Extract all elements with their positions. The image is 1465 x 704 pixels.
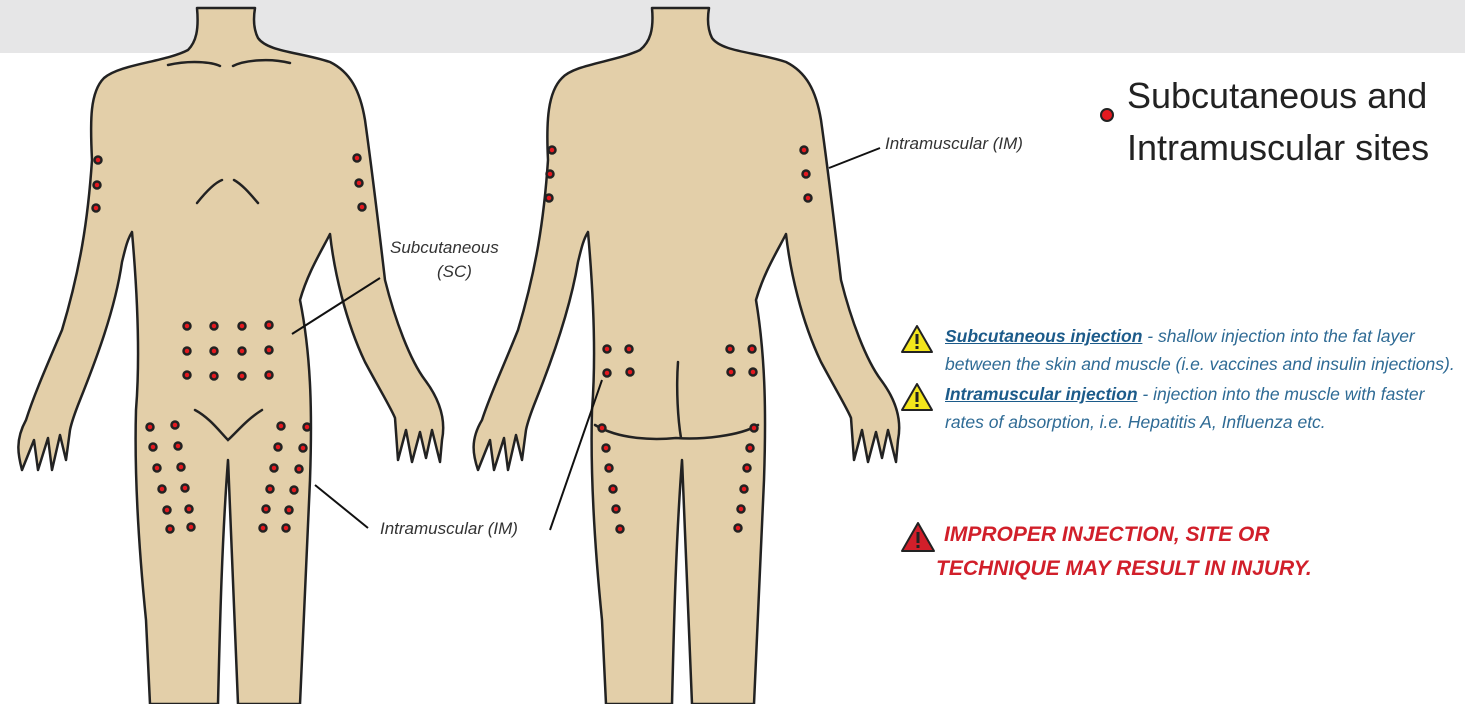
site-dot xyxy=(263,506,270,513)
site-dot xyxy=(354,155,361,162)
site-dot xyxy=(278,423,285,430)
back-body-figure xyxy=(474,8,900,704)
site-dot xyxy=(549,147,556,154)
site-dot xyxy=(751,425,758,432)
site-dot xyxy=(741,486,748,493)
site-dot xyxy=(283,525,290,532)
site-dot xyxy=(610,486,617,493)
front-body-figure xyxy=(18,8,443,704)
note-term: Intramuscular injection xyxy=(945,384,1138,404)
site-dot xyxy=(211,323,218,330)
site-dot xyxy=(275,444,282,451)
site-dot xyxy=(296,466,303,473)
warning-line1: IMPROPER INJECTION, SITE OR xyxy=(900,518,1420,552)
site-dot xyxy=(803,171,810,178)
legend-dot xyxy=(1100,108,1114,122)
site-dot xyxy=(613,506,620,513)
site-dot xyxy=(617,526,624,533)
site-dot xyxy=(801,147,808,154)
site-dot xyxy=(164,507,171,514)
site-dot xyxy=(603,445,610,452)
site-dot xyxy=(184,372,191,379)
site-dot xyxy=(286,507,293,514)
site-dot xyxy=(260,525,267,532)
site-dot xyxy=(727,346,734,353)
site-dot xyxy=(805,195,812,202)
site-dot xyxy=(211,373,218,380)
injury-warning: IMPROPER INJECTION, SITE OR TECHNIQUE MA… xyxy=(900,518,1420,586)
site-dot xyxy=(604,370,611,377)
site-dot xyxy=(627,369,634,376)
site-dot xyxy=(606,465,613,472)
site-dot xyxy=(239,373,246,380)
site-dot xyxy=(167,526,174,533)
site-dot xyxy=(359,204,366,211)
site-dot xyxy=(599,425,606,432)
legend-text: Subcutaneous and Intramuscular sites xyxy=(1127,70,1465,174)
site-dot xyxy=(239,323,246,330)
warning-triangle-red-icon xyxy=(900,521,936,553)
site-dot xyxy=(271,465,278,472)
note-intramuscular: Intramuscular injection - injection into… xyxy=(900,380,1460,436)
site-dot xyxy=(300,445,307,452)
site-dot xyxy=(744,465,751,472)
site-dot xyxy=(93,205,100,212)
site-dot xyxy=(266,322,273,329)
site-dot xyxy=(184,323,191,330)
im-arm-leader xyxy=(829,148,880,168)
site-dot xyxy=(749,346,756,353)
im-thigh-leader-front xyxy=(315,485,368,528)
site-dot xyxy=(735,525,742,532)
site-dot xyxy=(267,486,274,493)
site-dot xyxy=(182,485,189,492)
site-dot xyxy=(95,157,102,164)
site-dot xyxy=(178,464,185,471)
site-dot xyxy=(154,465,161,472)
site-dot xyxy=(266,347,273,354)
warning-triangle-yellow-icon xyxy=(900,382,934,412)
site-dot xyxy=(604,346,611,353)
warning-triangle-yellow-icon xyxy=(900,324,934,354)
site-dot xyxy=(184,348,191,355)
site-dot xyxy=(728,369,735,376)
site-dot xyxy=(738,506,745,513)
site-dot xyxy=(239,348,246,355)
site-dot xyxy=(175,443,182,450)
label-sc-abdomen-line1: Subcutaneous xyxy=(390,238,499,258)
site-dot xyxy=(211,348,218,355)
site-dot xyxy=(750,369,757,376)
site-dot xyxy=(626,346,633,353)
label-im-thigh: Intramuscular (IM) xyxy=(380,519,518,539)
injection-notes: Subcutaneous injection - shallow injecti… xyxy=(900,322,1460,436)
site-dot xyxy=(291,487,298,494)
site-dot xyxy=(747,445,754,452)
site-dot xyxy=(547,171,554,178)
site-dot xyxy=(159,486,166,493)
site-dot xyxy=(186,506,193,513)
site-dot xyxy=(546,195,553,202)
note-subcutaneous: Subcutaneous injection - shallow injecti… xyxy=(900,322,1460,378)
label-im-arm: Intramuscular (IM) xyxy=(885,134,1023,154)
site-dot xyxy=(94,182,101,189)
site-dot xyxy=(266,372,273,379)
warning-line2: TECHNIQUE MAY RESULT IN INJURY. xyxy=(900,552,1420,586)
note-term: Subcutaneous injection xyxy=(945,326,1142,346)
site-dot xyxy=(150,444,157,451)
site-dot xyxy=(304,424,311,431)
site-dot xyxy=(188,524,195,531)
site-dot xyxy=(172,422,179,429)
site-dot xyxy=(356,180,363,187)
site-dot xyxy=(147,424,154,431)
label-sc-abdomen-line2: (SC) xyxy=(437,262,472,282)
